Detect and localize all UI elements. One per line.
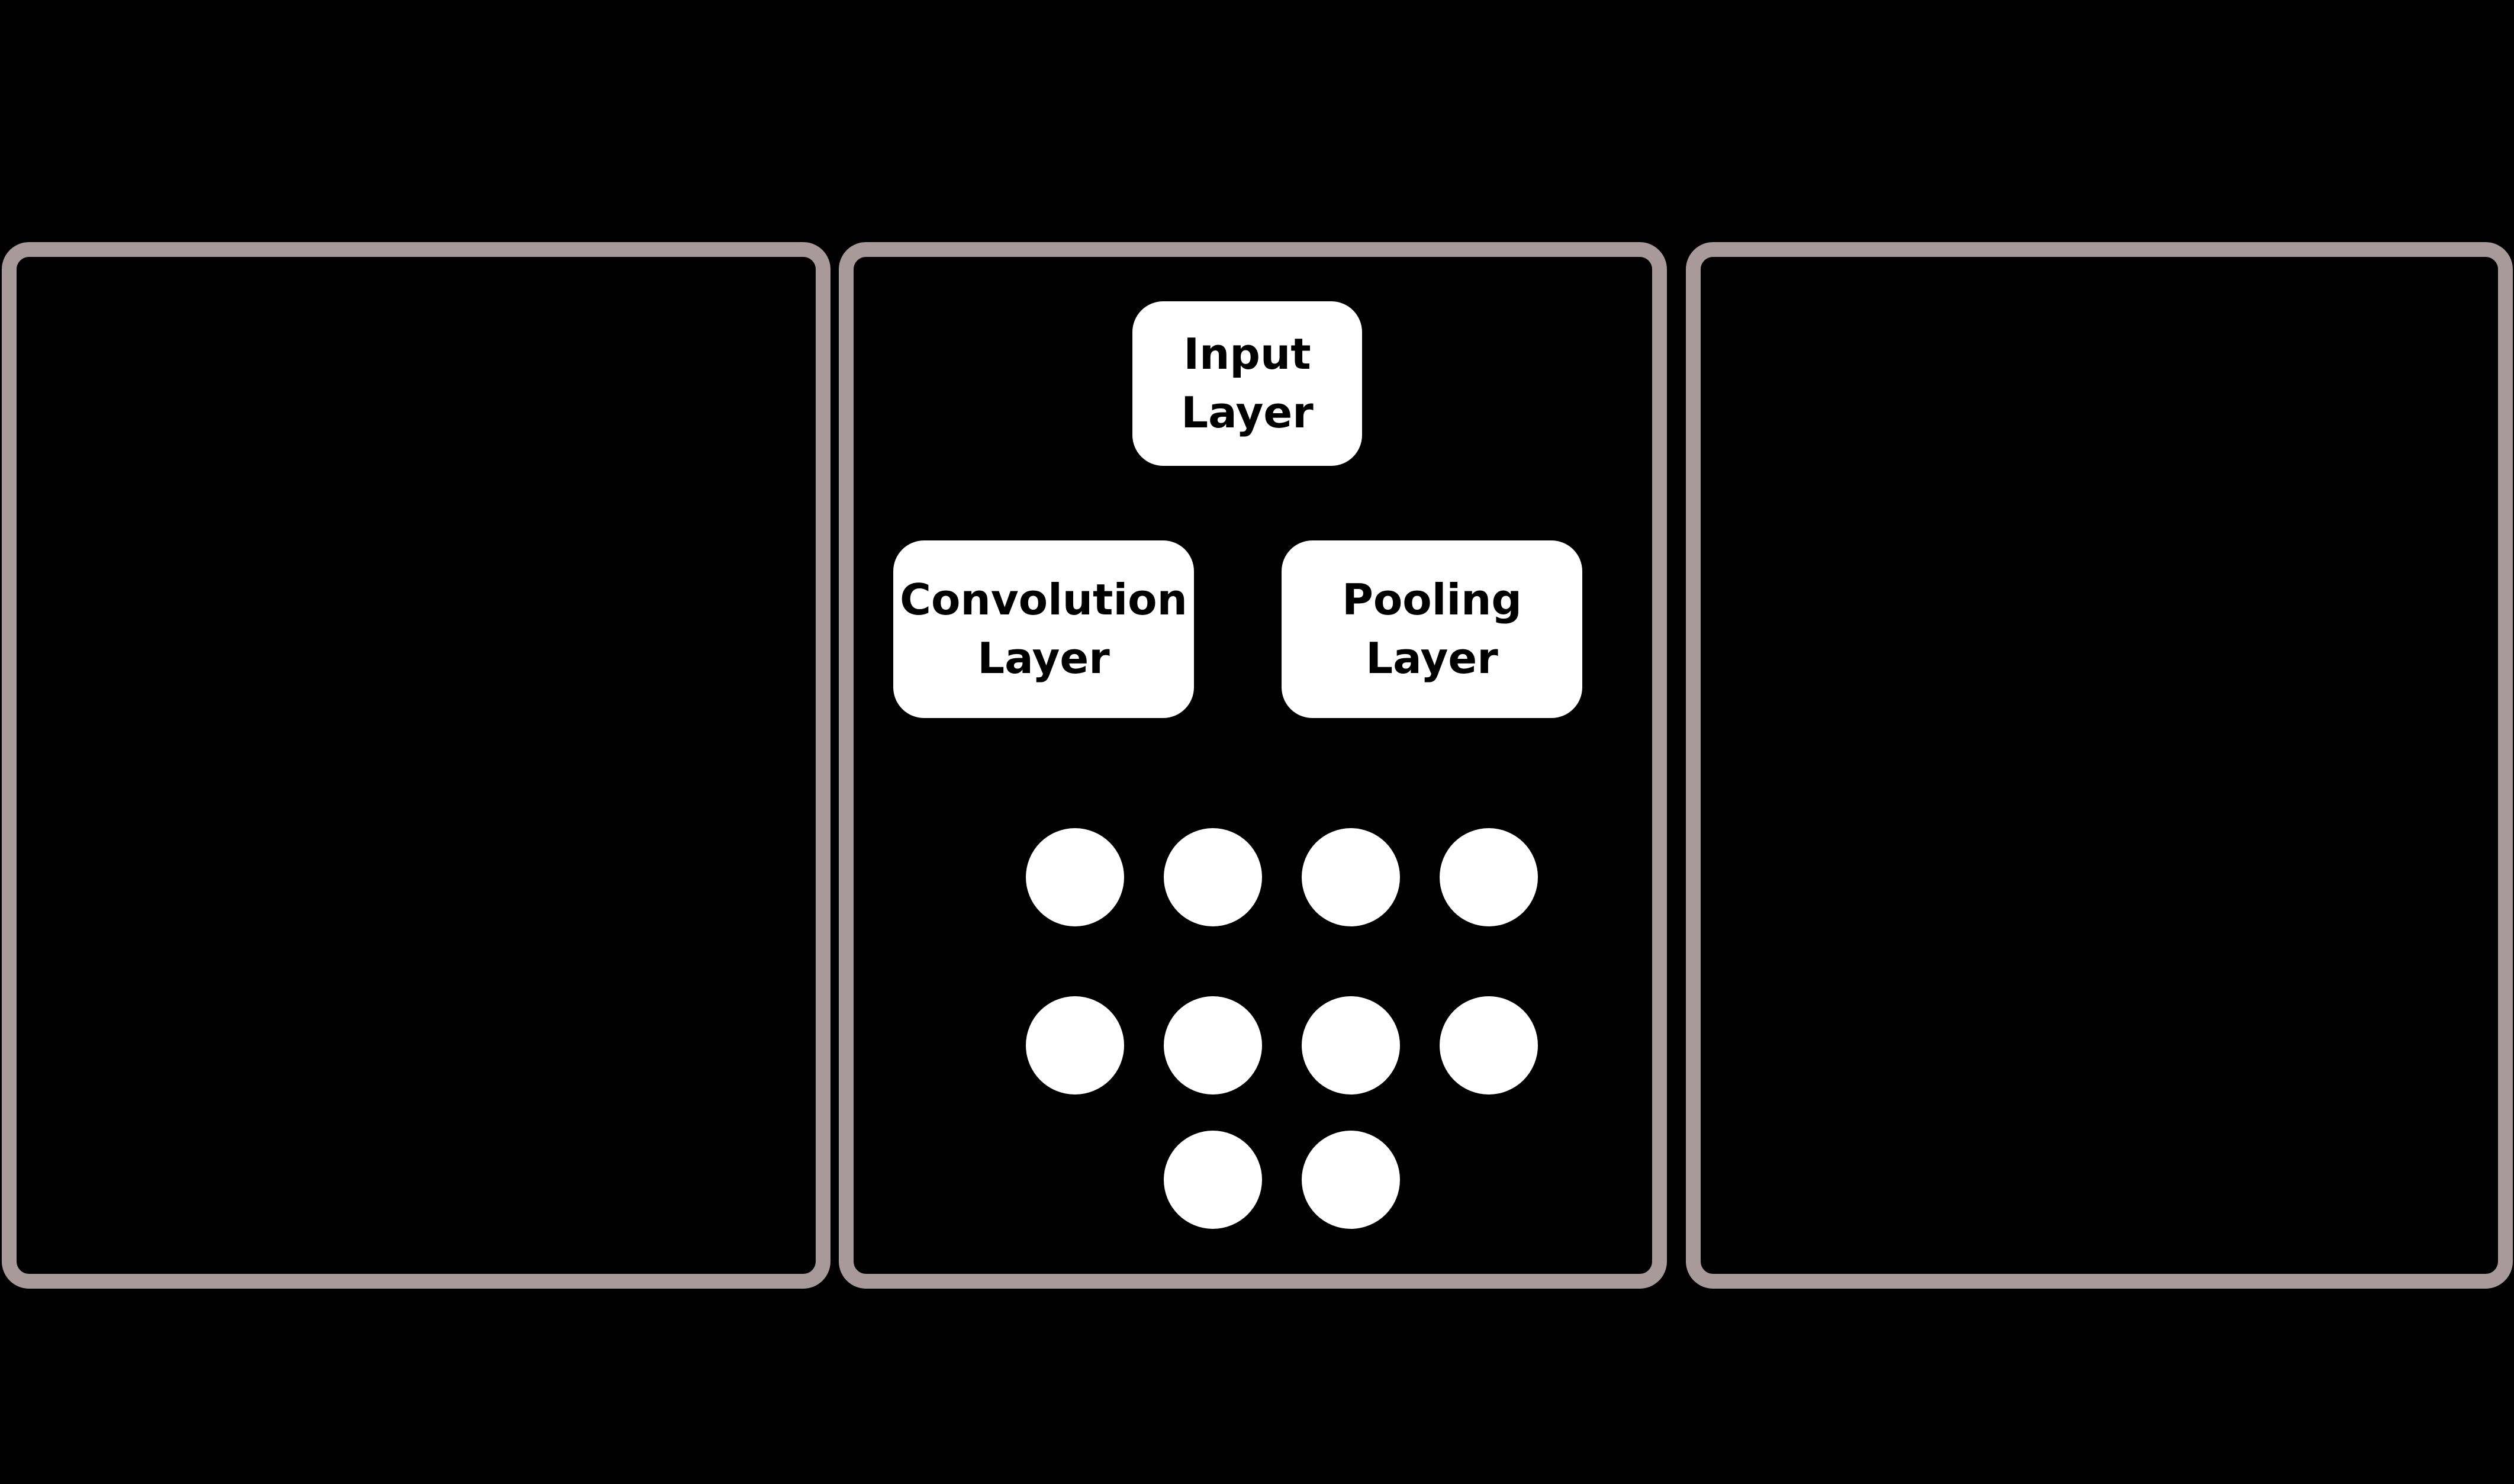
pooling-layer-label-line1: Pooling	[1342, 574, 1522, 624]
panel-left-empty	[2, 242, 831, 1289]
pooling-layer-box: Pooling Layer	[1282, 540, 1582, 718]
input-layer-label-line2: Layer	[1181, 388, 1314, 437]
input-layer-label-line1: Input	[1183, 329, 1311, 379]
panel-right-empty	[1686, 242, 2513, 1289]
convolution-layer-label-line2: Layer	[977, 633, 1110, 683]
node-circle	[1026, 996, 1124, 1095]
convolution-layer-label-line1: Convolution	[900, 574, 1187, 624]
node-circle	[1026, 828, 1124, 926]
pooling-layer-label-line2: Layer	[1366, 633, 1498, 683]
node-circle	[1302, 996, 1400, 1095]
node-grid	[854, 257, 1652, 1274]
node-circle	[1302, 1131, 1400, 1229]
panel-cnn-layers: Input Layer Convolution Layer Pooling La…	[839, 242, 1667, 1289]
node-circle	[1440, 828, 1538, 926]
input-layer-box: Input Layer	[1132, 301, 1362, 466]
node-circle	[1302, 828, 1400, 926]
node-circle	[1164, 1131, 1262, 1229]
node-circle	[1440, 996, 1538, 1095]
node-circle	[1164, 828, 1262, 926]
convolution-layer-box: Convolution Layer	[893, 540, 1194, 718]
node-circle	[1164, 996, 1262, 1095]
